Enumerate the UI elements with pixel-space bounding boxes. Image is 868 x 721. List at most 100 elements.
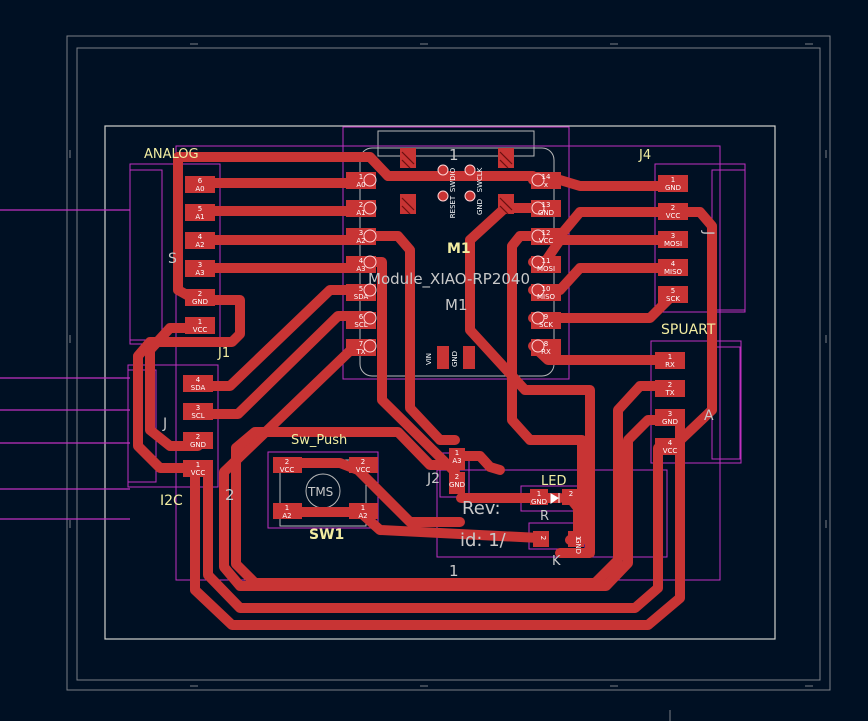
spi-pad-1-net: GND <box>665 184 681 192</box>
fab-two-label: 2 <box>225 486 235 504</box>
spi-pad-3-net: MOSI <box>664 240 682 248</box>
j1-refdes: J1 <box>217 346 230 361</box>
analog-pad-3-net: A3 <box>195 269 204 277</box>
i2c-pad-2-number: 2 <box>196 433 200 441</box>
module-right-pad-9-net: SCK <box>539 321 553 329</box>
i2c-refdes: I2C <box>160 493 183 509</box>
switch-pad-1-number: 2 <box>361 458 365 466</box>
switch-pad-0-net: VCC <box>280 466 295 474</box>
spuart-refdes: SPUART <box>661 322 716 338</box>
module-right-pad-12-number: 12 <box>542 229 551 237</box>
spi-pad-4-net: MISO <box>664 268 683 276</box>
m1-refdes: M1 <box>447 241 471 257</box>
switch-pad-3-net: A2 <box>358 512 367 520</box>
module-right-pad-13-number: 13 <box>542 201 551 209</box>
led-pad-0-number: 1 <box>537 490 541 498</box>
module-right-pad-13-net: GND <box>538 209 554 217</box>
uart-pad-4-number: 4 <box>668 439 673 447</box>
spi-pad-2-net: VCC <box>666 212 681 220</box>
module-left-pad-2-number: 2 <box>359 201 363 209</box>
module-pin-one: 1 <box>449 146 459 164</box>
module-left-pad-1-net: A0 <box>356 181 365 189</box>
m1-fab-label: M1 <box>445 296 468 314</box>
copper-traces <box>133 152 717 630</box>
page-frame <box>66 35 831 721</box>
resistor-pad-0-net: A3 <box>452 457 461 465</box>
uart-pad-3-net: GND <box>662 418 678 426</box>
led-symbol <box>550 493 560 504</box>
resistor-pad-0-number: 1 <box>455 449 459 457</box>
i2c-pad-2-net: GND <box>190 441 206 449</box>
module-right-pad-14-net: x <box>544 181 548 189</box>
fab-j-label: J <box>162 416 167 432</box>
module-left-pad-7-number: 7 <box>359 340 363 348</box>
thru-hole-pads <box>363 164 545 353</box>
switch-pad-3-number: 1 <box>361 504 365 512</box>
j4-refdes: J4 <box>638 148 651 163</box>
spi-pad-2-number: 2 <box>671 204 675 212</box>
module-left-pad-4-number: 4 <box>359 257 364 265</box>
module-top-pad-label-3: GND <box>476 199 484 215</box>
i2c-pad-3-number: 3 <box>196 404 200 412</box>
i2c-pad-1-net: VCC <box>191 469 206 477</box>
frame-ticks <box>69 43 827 687</box>
module-right-pad-8-net: RX <box>541 348 551 356</box>
sw-push-value: Sw_Push <box>291 433 347 448</box>
module-right-pad-9-number: 9 <box>544 313 548 321</box>
module-value-label: Module_XIAO-RP2040 <box>368 270 530 289</box>
module-top-pad-label-1: SWCLK <box>476 167 484 192</box>
analog-pad-2-net: GND <box>192 298 208 306</box>
i2c-pad-4-number: 4 <box>196 376 201 384</box>
fab-j4-rot-label: J <box>700 230 716 235</box>
analog-pad-2-number: 2 <box>198 290 202 298</box>
fab-r-label: R <box>540 509 549 524</box>
board-pin-one: 1 <box>449 562 459 580</box>
fab-k-label: K <box>552 554 561 569</box>
uart-pad-3-number: 3 <box>668 410 672 418</box>
resistor-pad-3-number: 1 <box>574 536 582 540</box>
switch-brand-label: TMS <box>307 485 333 499</box>
spi-pad-3-number: 3 <box>671 232 675 240</box>
module-left-pad-6-number: 6 <box>359 313 364 321</box>
uart-pad-1-number: 1 <box>668 353 672 361</box>
analog-pad-4-number: 4 <box>198 233 203 241</box>
module-left-pad-5-number: 5 <box>359 285 363 293</box>
resistor-pad-2-number: 2 <box>539 536 547 540</box>
module-left-pad-4-net: A3 <box>356 265 365 273</box>
uart-pad-2-number: 2 <box>668 381 672 389</box>
i2c-pad-3-net: SCL <box>191 412 204 420</box>
switch-pad-0-number: 2 <box>285 458 289 466</box>
module-left-pad-6-net: SCL <box>354 321 367 329</box>
board-edge-cuts <box>104 125 776 640</box>
led-refdes: LED <box>541 474 566 489</box>
spi-pad-5-number: 5 <box>671 287 675 295</box>
i2c-pad-1-number: 1 <box>196 461 200 469</box>
module-left-pad-2-net: A1 <box>356 209 365 217</box>
spi-pad-4-number: 4 <box>671 260 676 268</box>
module-right-pad-11-net: MOSI <box>537 265 555 273</box>
resistor-pad-3-net: GND <box>574 538 582 554</box>
analog-pad-5-number: 5 <box>198 205 202 213</box>
switch-pad-1-net: VCC <box>356 466 371 474</box>
uart-pad-4-net: VCC <box>663 447 678 455</box>
uart-pad-1-net: RX <box>665 361 675 369</box>
module-right-pad-12-net: VCC <box>539 237 554 245</box>
module-top-pad-label-2: RESET <box>449 195 457 218</box>
analog-pad-1-number: 1 <box>198 318 202 326</box>
module-right-pad-14-number: 14 <box>542 173 551 181</box>
module-left-pad-7-net: TX <box>355 348 365 356</box>
pad-labels: 6A05A14A23A32GND1VCC4SDA3SCL2GND1VCC1GND… <box>190 167 683 554</box>
module-left-pad-5-net: SDA <box>354 293 369 301</box>
fab-a-label: A <box>704 408 714 424</box>
module-left-pad-3-net: A2 <box>356 237 365 245</box>
analog-pad-6-net: A0 <box>195 185 204 193</box>
analog-pad-5-net: A1 <box>195 213 204 221</box>
analog-refdes: ANALOG <box>144 147 199 162</box>
resistor-pad-1-number: 2 <box>455 473 459 481</box>
switch-pad-2-number: 1 <box>285 504 289 512</box>
analog-pad-3-number: 3 <box>198 261 202 269</box>
module-right-pad-8-number: 8 <box>544 340 548 348</box>
module-bottom-pad-label-0: VIN <box>425 353 433 365</box>
